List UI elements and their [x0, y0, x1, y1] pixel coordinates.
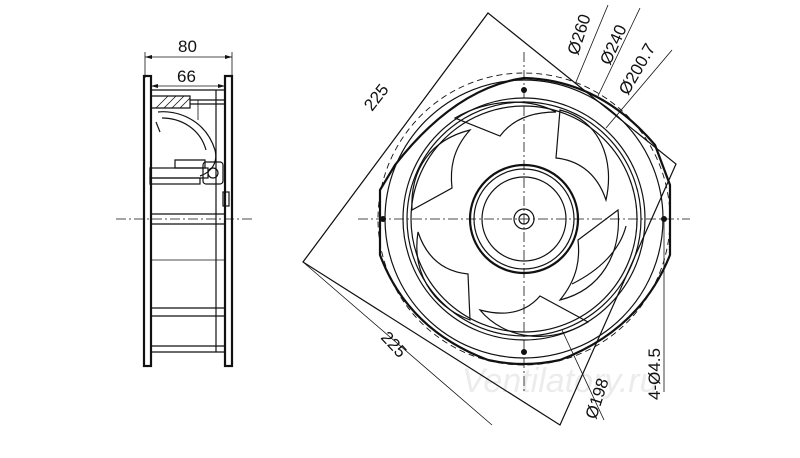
watermark: Ventilatory.ru: [462, 362, 659, 400]
dim-width-frame: 66: [177, 67, 196, 86]
dim-bolt-circle: Ø240: [596, 22, 630, 68]
dim-width-overall: 80: [178, 37, 197, 56]
side-view: 80 66: [116, 37, 255, 368]
dim-frame-side-bottom: 225: [377, 328, 410, 362]
dim-outer-diameter: Ø260: [564, 12, 595, 57]
dim-frame-side-top: 225: [360, 80, 392, 114]
dim-mounting-holes: 4-Ø4.5: [645, 348, 664, 400]
